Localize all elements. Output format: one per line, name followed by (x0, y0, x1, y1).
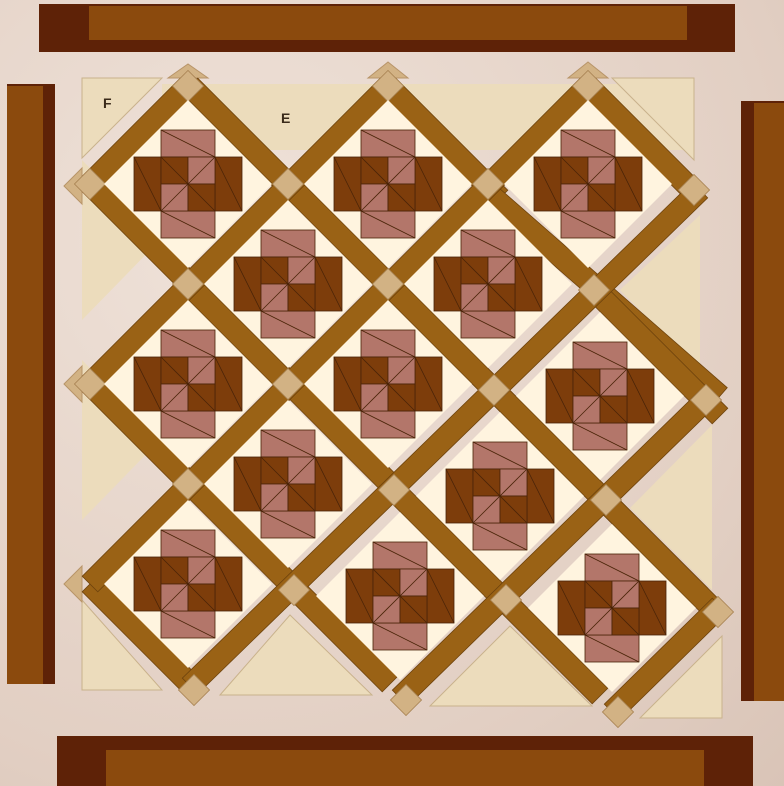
border-top (39, 4, 735, 52)
border-bottom-inner (106, 750, 704, 786)
border-right (741, 101, 784, 701)
border-top-inner (89, 6, 687, 40)
border-right-inner (754, 103, 784, 701)
pinwheel-blocks (104, 100, 696, 692)
label-f: F (103, 95, 112, 111)
label-e: E (281, 110, 290, 126)
border-left-inner (7, 86, 43, 684)
left-notch-3 (64, 566, 82, 602)
border-left (7, 84, 55, 684)
border-bottom (57, 736, 753, 786)
